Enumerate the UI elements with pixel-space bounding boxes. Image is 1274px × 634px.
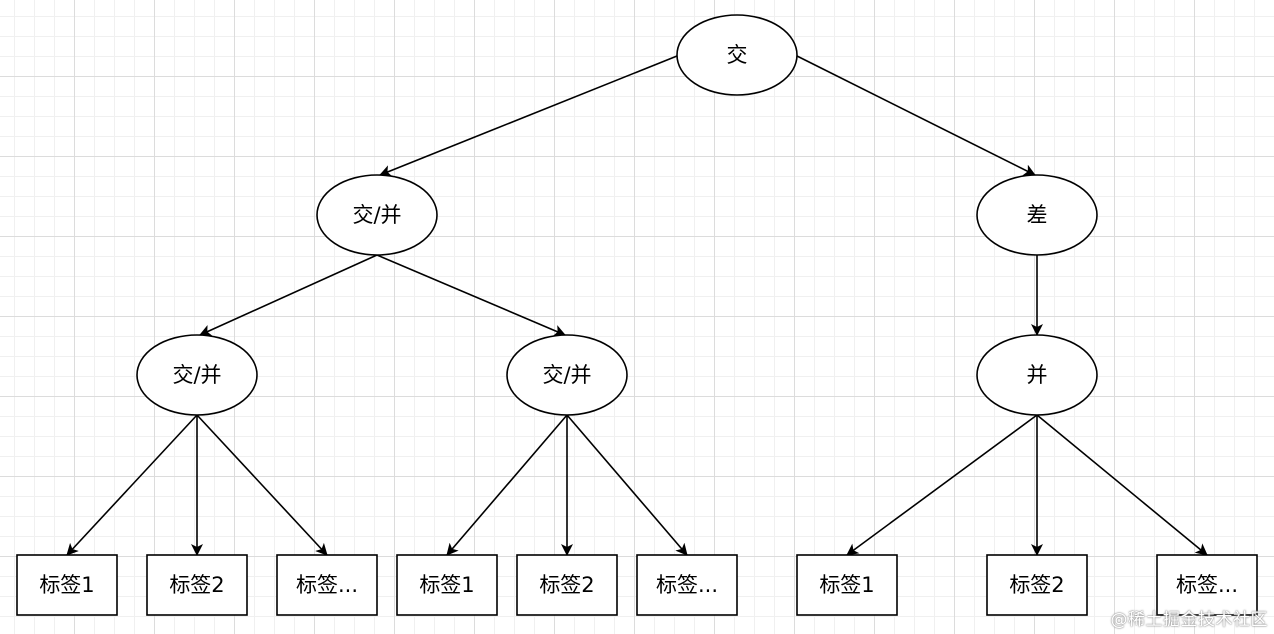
node-ll-tag1: 标签1 (16, 554, 118, 616)
node-r-tag1: 标签1 (796, 554, 898, 616)
edge-left-right-to-lr-tag1 (446, 414, 568, 556)
node-right-child-label: 并 (1027, 363, 1048, 387)
node-r-tag1-label: 标签1 (819, 573, 874, 597)
node-left-ellipse (316, 174, 438, 256)
node-root-label: 交 (727, 43, 748, 67)
node-ll-tag1-label: 标签1 (39, 573, 94, 597)
edge-left-left-to-ll-tag1 (66, 414, 198, 556)
node-root-ellipse (676, 14, 798, 96)
node-ll-tag2-label: 标签2 (169, 573, 224, 597)
node-lr-tag3: 标签... (636, 554, 738, 616)
node-lr-tag2-label: 标签2 (539, 573, 594, 597)
node-root: 交 (676, 14, 798, 96)
node-r-tag1-rect (796, 554, 898, 616)
edges-layer (66, 55, 1208, 556)
node-right-label: 差 (1027, 203, 1048, 227)
node-r-tag2-rect (986, 554, 1088, 616)
node-right: 差 (976, 174, 1098, 256)
node-left-right-label: 交/并 (542, 363, 591, 387)
watermark-text: @稀土掘金技术社区 (1110, 610, 1268, 630)
node-lr-tag2-rect (516, 554, 618, 616)
node-lr-tag1: 标签1 (396, 554, 498, 616)
node-r-tag3-rect (1156, 554, 1258, 616)
node-left-left-ellipse (136, 334, 258, 416)
node-r-tag2: 标签2 (986, 554, 1088, 616)
node-ll-tag3-rect (276, 554, 378, 616)
node-lr-tag1-rect (396, 554, 498, 616)
node-ll-tag1-rect (16, 554, 118, 616)
node-left-right: 交/并 (506, 334, 628, 416)
node-lr-tag1-label: 标签1 (419, 573, 474, 597)
node-left-right-ellipse (506, 334, 628, 416)
node-left-label: 交/并 (352, 203, 401, 227)
node-right-child: 并 (976, 334, 1098, 416)
edge-left-left-to-ll-tag3 (196, 414, 328, 556)
node-lr-tag2: 标签2 (516, 554, 618, 616)
node-right-child-ellipse (976, 334, 1098, 416)
node-ll-tag2: 标签2 (146, 554, 248, 616)
node-lr-tag3-rect (636, 554, 738, 616)
edge-root-to-left (379, 55, 678, 177)
node-ll-tag2-rect (146, 554, 248, 616)
node-left-left: 交/并 (136, 334, 258, 416)
node-lr-tag3-label: 标签... (656, 573, 718, 597)
edge-left-to-left-right (376, 254, 566, 337)
edge-root-to-right (796, 55, 1036, 176)
node-r-tag2-label: 标签2 (1009, 573, 1064, 597)
node-left-left-label: 交/并 (172, 363, 221, 387)
edge-left-right-to-lr-tag3 (566, 414, 688, 556)
node-r-tag3-label: 标签... (1176, 573, 1238, 597)
edge-left-to-left-left (199, 254, 378, 336)
node-r-tag3: 标签... (1156, 554, 1258, 616)
edge-right-child-to-r-tag3 (1036, 414, 1208, 556)
node-right-ellipse (976, 174, 1098, 256)
node-left: 交/并 (316, 174, 438, 256)
edge-right-child-to-r-tag1 (846, 414, 1038, 556)
node-ll-tag3-label: 标签... (296, 573, 358, 597)
node-ll-tag3: 标签... (276, 554, 378, 616)
